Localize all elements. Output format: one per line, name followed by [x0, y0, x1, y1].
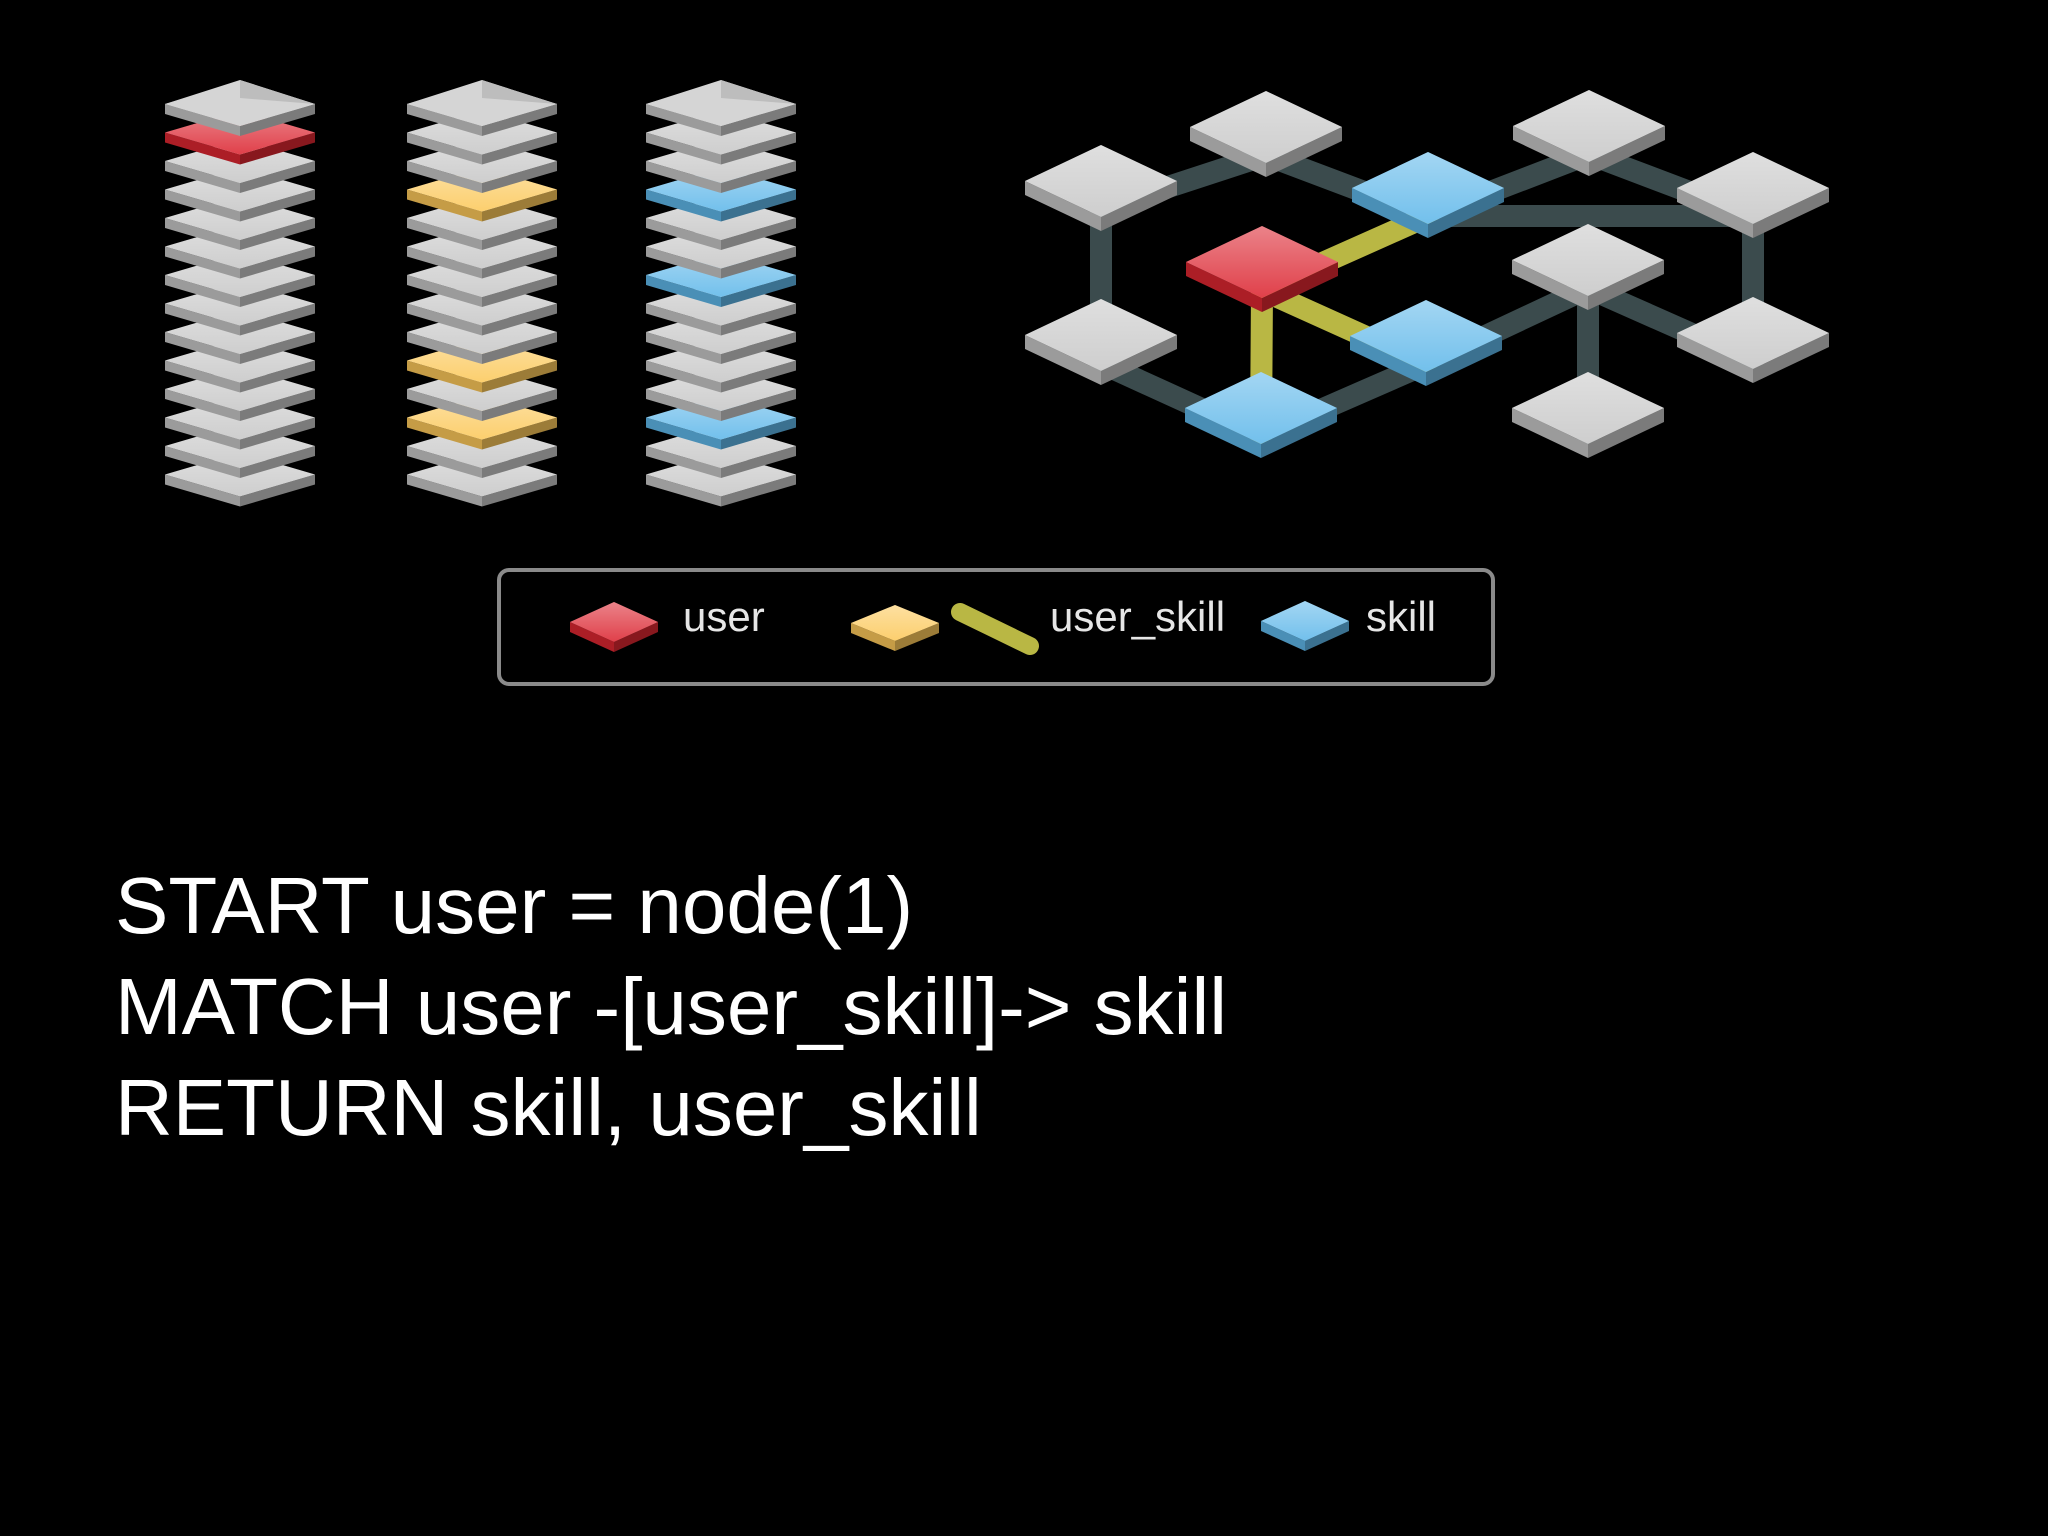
legend-label-user-skill: user_skill	[1050, 593, 1225, 640]
blue-tile-icon	[1261, 601, 1349, 651]
graph-node	[1677, 297, 1829, 383]
column-cap	[646, 80, 796, 126]
yellow-tile-icon	[851, 605, 939, 651]
table-column-skill	[646, 80, 796, 507]
table-column-user	[165, 80, 315, 507]
graph-node	[1190, 91, 1342, 177]
yellow-edge-icon	[951, 603, 1039, 655]
graph-node	[1025, 145, 1177, 231]
legend: user user_skill skill	[497, 568, 1495, 686]
cypher-query: START user = node(1) MATCH user -[user_s…	[115, 855, 1227, 1158]
graph-node	[1512, 372, 1664, 458]
red-tile-icon	[570, 602, 658, 652]
graph-node-skill	[1352, 152, 1504, 238]
graph-node	[1677, 152, 1829, 238]
legend-label-skill: skill	[1366, 593, 1436, 640]
graph-node	[1025, 299, 1177, 385]
table-columns	[165, 80, 796, 507]
graph-nodes	[1025, 90, 1829, 458]
column-cap	[407, 80, 557, 126]
query-line-return: RETURN skill, user_skill	[115, 1063, 982, 1152]
graph-node-skill	[1350, 300, 1502, 386]
table-column-user-skill	[407, 80, 557, 507]
query-line-start: START user = node(1)	[115, 861, 914, 950]
legend-label-user: user	[683, 593, 765, 640]
graph-node	[1513, 90, 1665, 176]
column-cap	[165, 80, 315, 126]
graph-node-user	[1186, 226, 1338, 312]
graph-node-skill	[1185, 372, 1337, 458]
query-line-match: MATCH user -[user_skill]-> skill	[115, 962, 1227, 1051]
graph-node	[1512, 224, 1664, 310]
